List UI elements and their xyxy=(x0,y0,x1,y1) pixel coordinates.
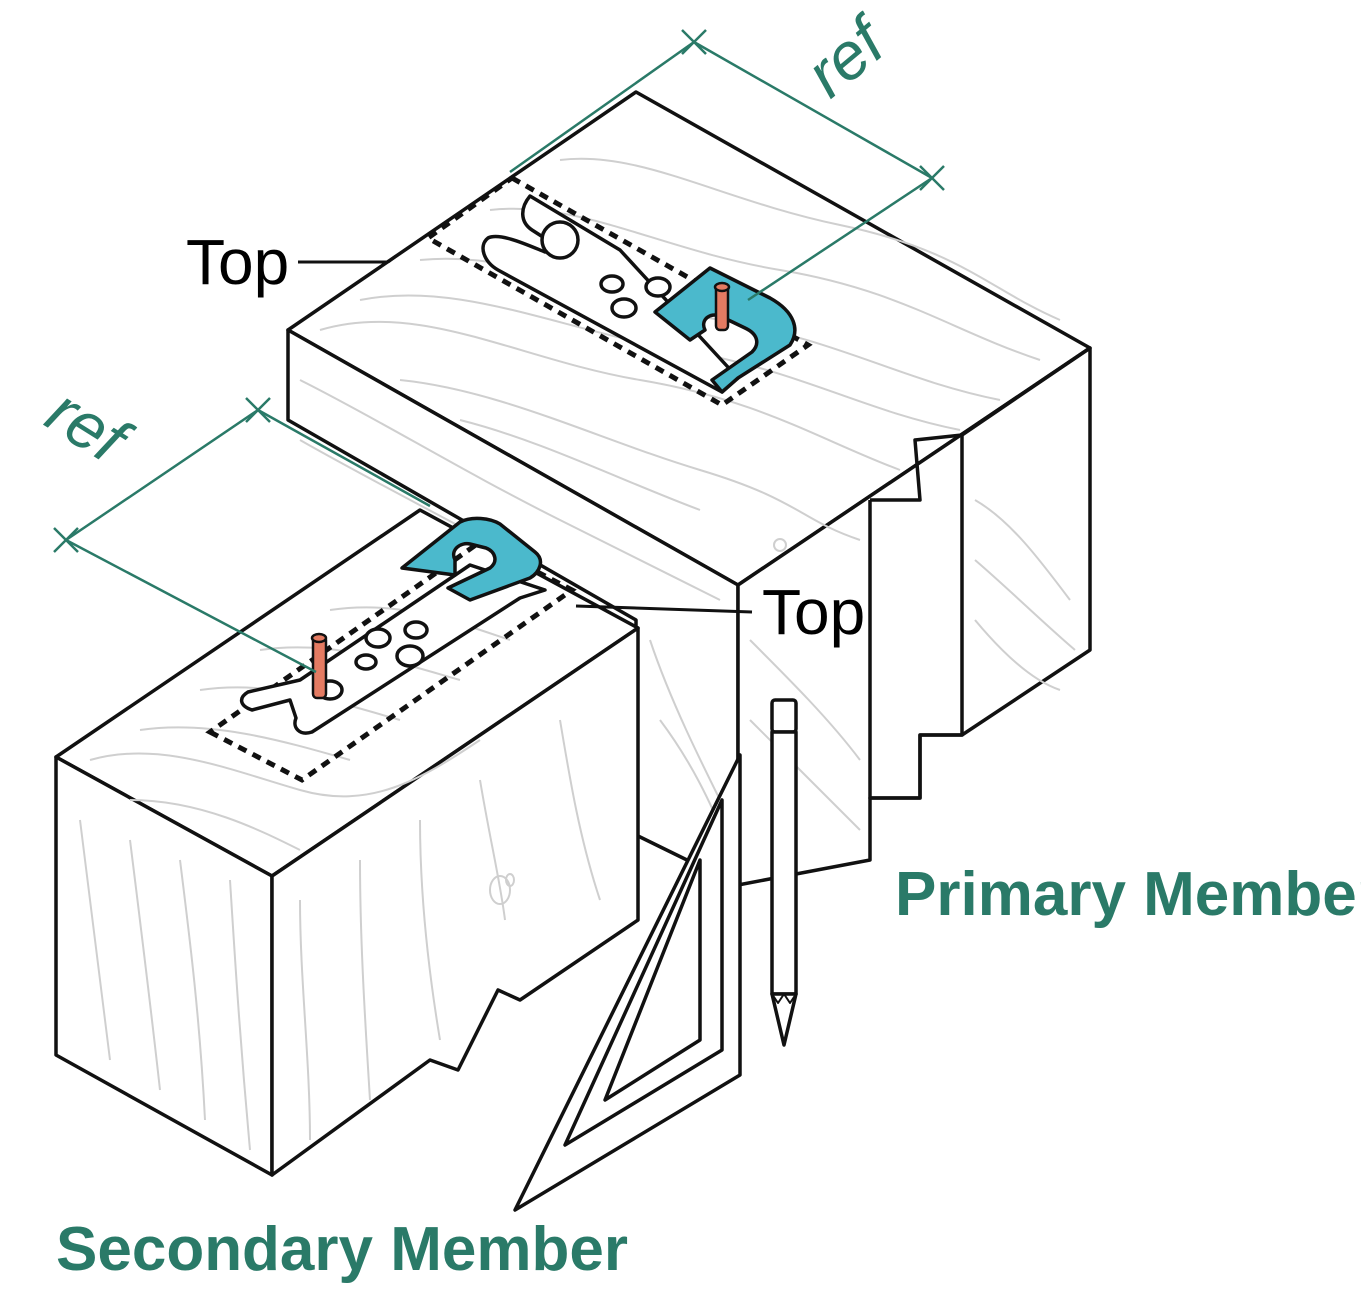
primary-notch xyxy=(868,433,964,800)
ref-primary-label: ref xyxy=(791,0,903,110)
primary-ref-dimension xyxy=(509,29,945,302)
top-secondary-leader xyxy=(575,604,753,614)
pencil-tool xyxy=(770,698,798,1047)
secondary-clip xyxy=(400,516,543,602)
secondary-member-block xyxy=(54,508,640,1177)
secondary-pin xyxy=(311,634,328,700)
top-secondary-label: Top xyxy=(762,576,865,648)
secondary-routing-outline xyxy=(205,539,577,783)
speed-square-tool xyxy=(513,753,742,1212)
secondary-connector-plate xyxy=(239,516,547,735)
primary-clip xyxy=(653,266,797,394)
secondary-member-label: Secondary Member xyxy=(56,1215,628,1284)
primary-connector-plate xyxy=(481,194,797,394)
primary-member-label: Primary Member xyxy=(895,860,1361,929)
ref-secondary-label: ref xyxy=(35,373,145,480)
secondary-end-face xyxy=(270,626,640,1177)
top-primary-label: Top xyxy=(186,226,289,298)
secondary-ref-dimension xyxy=(53,397,431,674)
